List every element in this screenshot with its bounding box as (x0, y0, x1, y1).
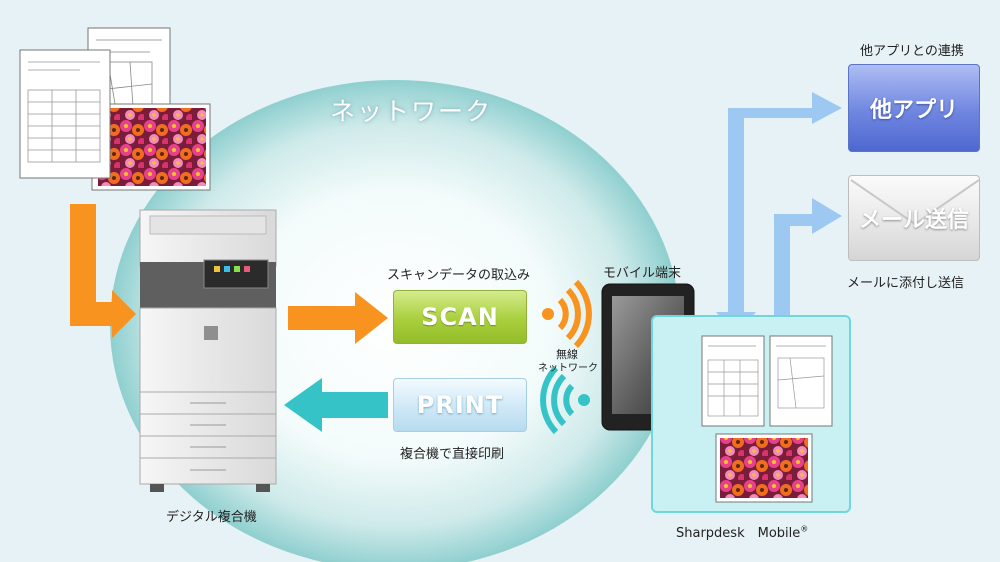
mobile-label: モバイル端末 (603, 266, 682, 281)
sharpdesk-name: Sharpdesk Mobile (676, 526, 801, 541)
sharpdesk-label: Sharpdesk Mobile® (676, 522, 808, 541)
scan-button[interactable]: SCAN (393, 290, 527, 344)
print-arrow (284, 378, 388, 432)
mail-button-label: メール送信 (858, 208, 969, 233)
document-icon (701, 335, 765, 427)
envelope-icon (850, 179, 980, 226)
other-app-heading: 他アプリとの連携 (860, 44, 964, 59)
wifi-signal-icon (540, 365, 590, 435)
wireless-label-line1: 無線 (556, 348, 578, 361)
scan-arrow (288, 292, 388, 344)
map-document-icon (769, 335, 833, 427)
registered-mark: ® (800, 524, 809, 534)
map-document-icon (19, 49, 111, 179)
multifunction-printer-icon (139, 209, 277, 492)
app-link-arrow (728, 92, 842, 318)
wifi-signal-icon (542, 279, 592, 349)
input-arrow (70, 204, 136, 338)
print-button[interactable]: PRINT (393, 378, 527, 432)
mail-button[interactable]: メール送信 (848, 175, 980, 261)
other-app-button[interactable]: 他アプリ (848, 64, 980, 152)
mfp-label: デジタル複合機 (166, 510, 257, 525)
wireless-label-line2: ネットワーク (538, 363, 598, 374)
mail-caption: メールに添付し送信 (847, 276, 965, 291)
scan-heading: スキャンデータの取込み (387, 268, 531, 283)
flower-photo-icon (91, 103, 211, 191)
print-caption: 複合機で直接印刷 (400, 447, 505, 462)
flower-photo-icon (715, 433, 813, 503)
network-title: ネットワーク (330, 97, 493, 126)
